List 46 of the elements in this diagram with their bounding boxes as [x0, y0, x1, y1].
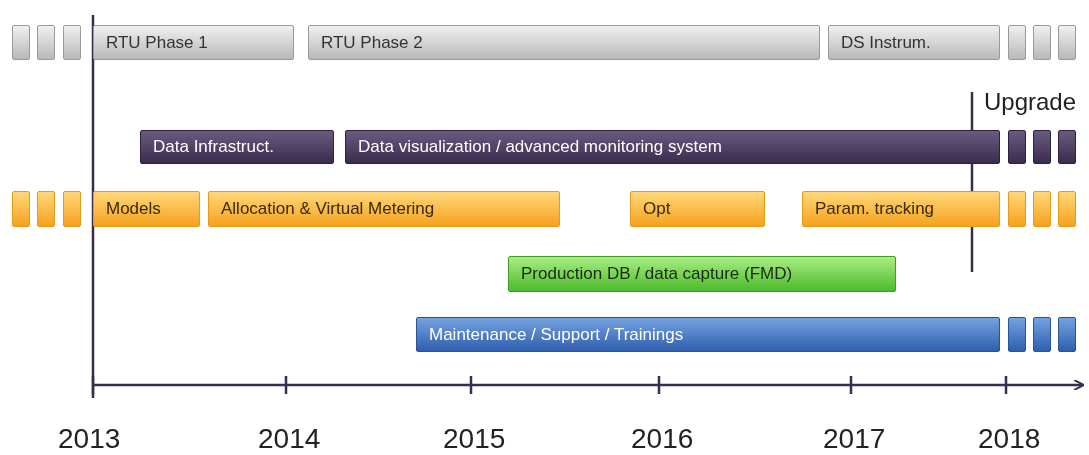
timeline-bar — [345, 130, 1000, 164]
bar-label: DS Instrum. — [840, 32, 931, 53]
continuation-block — [1033, 191, 1051, 227]
bar-label: Param. tracking — [814, 199, 935, 219]
continuation-block — [1033, 317, 1051, 352]
continuation-block — [63, 191, 81, 227]
continuation-block — [1033, 130, 1051, 164]
year-label: 2015 — [443, 423, 506, 455]
bar-label: RTU Phase 2 — [320, 32, 423, 53]
continuation-block — [1058, 317, 1076, 352]
bar-label: Data Infrastruct. — [152, 137, 274, 157]
continuation-block — [12, 191, 30, 227]
continuation-block — [1008, 191, 1026, 227]
year-label: 2017 — [823, 423, 886, 455]
continuation-block — [1058, 25, 1076, 60]
continuation-block — [37, 191, 55, 227]
continuation-block — [1008, 130, 1026, 164]
bar-label: Models — [105, 199, 161, 219]
continuation-block — [1058, 130, 1076, 164]
timeline-bar — [140, 130, 334, 164]
timeline-bar — [93, 191, 200, 227]
timeline-bar — [630, 191, 765, 227]
continuation-block — [1008, 25, 1026, 60]
timeline-bar — [802, 191, 1000, 227]
timeline-bar — [416, 317, 1000, 352]
continuation-block — [12, 25, 30, 60]
continuation-block — [1008, 317, 1026, 352]
bar-label: RTU Phase 1 — [105, 32, 208, 53]
timeline-bar — [508, 256, 896, 292]
timeline-bar — [208, 191, 560, 227]
year-label: 2018 — [978, 423, 1041, 455]
continuation-block — [37, 25, 55, 60]
continuation-block — [1058, 191, 1076, 227]
bar-label: Allocation & Virtual Metering — [220, 199, 435, 219]
year-label: 2014 — [258, 423, 321, 455]
bar-label: Data visualization / advanced monitoring system — [357, 137, 722, 157]
timeline-bar — [93, 25, 294, 60]
bar-label: Production DB / data capture (FMD) — [520, 264, 793, 284]
bar-label: Opt — [642, 199, 671, 219]
year-label: 2013 — [58, 423, 121, 455]
year-label: 2016 — [631, 423, 694, 455]
timeline-bar — [308, 25, 820, 60]
continuation-block — [1033, 25, 1051, 60]
continuation-block — [63, 25, 81, 60]
bar-label: Maintenance / Support / Trainings — [428, 324, 684, 345]
timeline-bar — [828, 25, 1000, 60]
